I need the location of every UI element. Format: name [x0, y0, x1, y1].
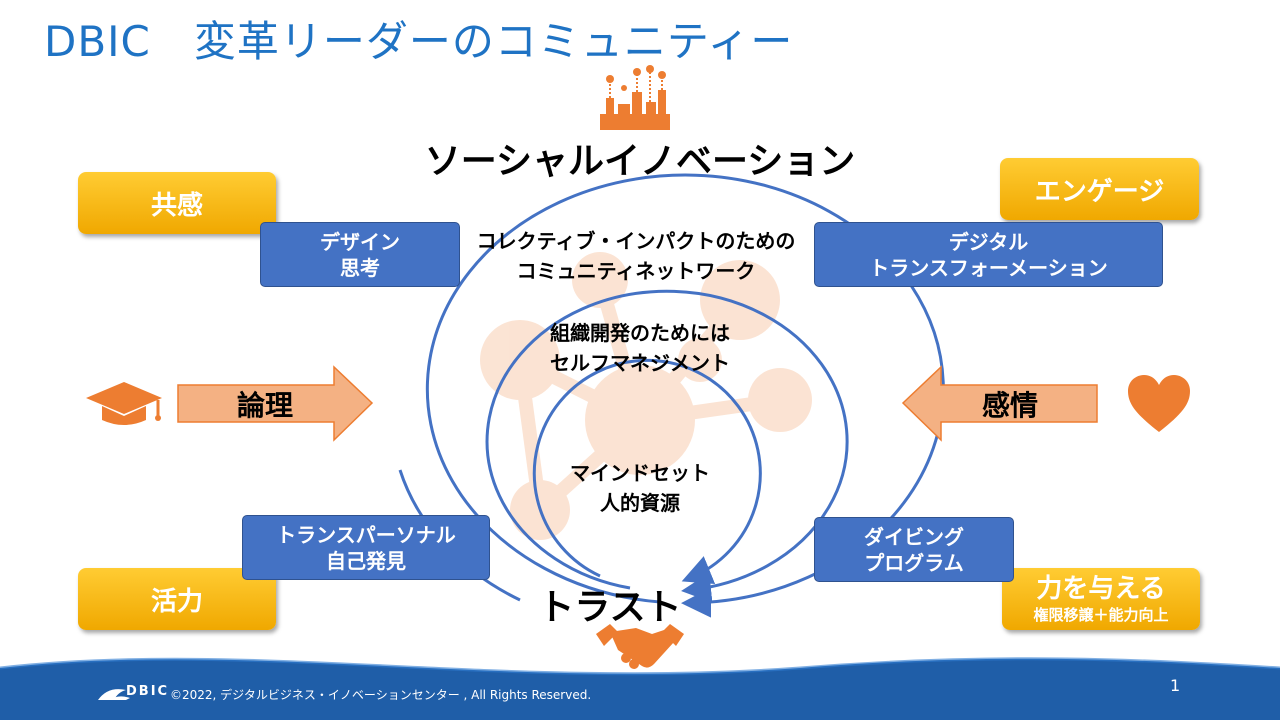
design-thinking-box: デザイン 思考 [260, 222, 460, 287]
trust-label: トラスト [538, 587, 682, 628]
outer-circle [425, 173, 945, 618]
footer-wave [0, 658, 1280, 720]
empathy-box: 共感 [78, 172, 276, 234]
engage-box: エンゲージ [1000, 158, 1199, 220]
transpersonal-box: トランスパーソナル 自己発見 [242, 515, 490, 580]
heart-icon [1128, 375, 1190, 432]
diving-line2: プログラム [864, 550, 964, 575]
footer-logo-text: DBIC [126, 684, 170, 699]
empower-sub-label: 権限移譲＋能力向上 [1033, 606, 1169, 624]
middle-circle-line2: セルフマネジメント [550, 351, 730, 375]
logic-arrow [177, 365, 374, 442]
diving-line1: ダイビング [864, 524, 964, 549]
logic-label: 論理 [236, 389, 293, 422]
diving-program-box: ダイビング プログラム [814, 517, 1014, 582]
vitality-label: 活力 [150, 586, 203, 617]
inner-circle-line1: マインドセット [570, 461, 710, 485]
engage-label: エンゲージ [1034, 176, 1165, 207]
page-number: 1 [1170, 676, 1181, 695]
empower-label: 力を与える [1036, 574, 1166, 604]
design-thinking-line2: 思考 [340, 255, 380, 280]
outer-circle-label: コレクティブ・インパクトのための コミュニティネットワーク [458, 226, 814, 286]
dx-line1: デジタル [948, 229, 1029, 254]
social-innovation-heading: ソーシャルイノベーション [424, 141, 856, 182]
inner-circle [532, 358, 762, 584]
city-icon [600, 65, 670, 130]
middle-circle [485, 289, 849, 603]
handshake-icon [596, 624, 684, 669]
graduation-cap-icon [86, 382, 162, 425]
empathy-label: 共感 [150, 190, 203, 221]
dx-line2: トランスフォーメーション [869, 255, 1108, 280]
dx-box: デジタル トランスフォーメーション [814, 222, 1163, 287]
dbic-logo-icon [98, 689, 130, 700]
inner-circle-line2: 人的資源 [600, 491, 680, 515]
emotion-label: 感情 [981, 389, 1038, 422]
footer-copyright: ©2022, デジタルビジネス・イノベーションセンター , All Rights… [170, 688, 592, 702]
inner-circle-label: マインドセット 人的資源 [520, 458, 760, 518]
middle-circle-label: 組織開発のためには セルフマネジメント [480, 318, 800, 378]
page-title: DBIC 変革リーダーのコミュニティー [44, 17, 794, 66]
transpersonal-line2: 自己発見 [326, 548, 406, 573]
outer-circle-line1: コレクティブ・インパクトのための [476, 229, 796, 253]
outer-circle-line2: コミュニティネットワーク [516, 259, 756, 283]
transpersonal-line1: トランスパーソナル [276, 522, 456, 547]
network-icon [480, 252, 812, 540]
emotion-arrow [901, 365, 1098, 442]
empower-box: 力を与える 権限移譲＋能力向上 [1002, 568, 1200, 630]
design-thinking-line1: デザイン [320, 229, 400, 254]
middle-circle-line1: 組織開発のためには [550, 321, 730, 345]
